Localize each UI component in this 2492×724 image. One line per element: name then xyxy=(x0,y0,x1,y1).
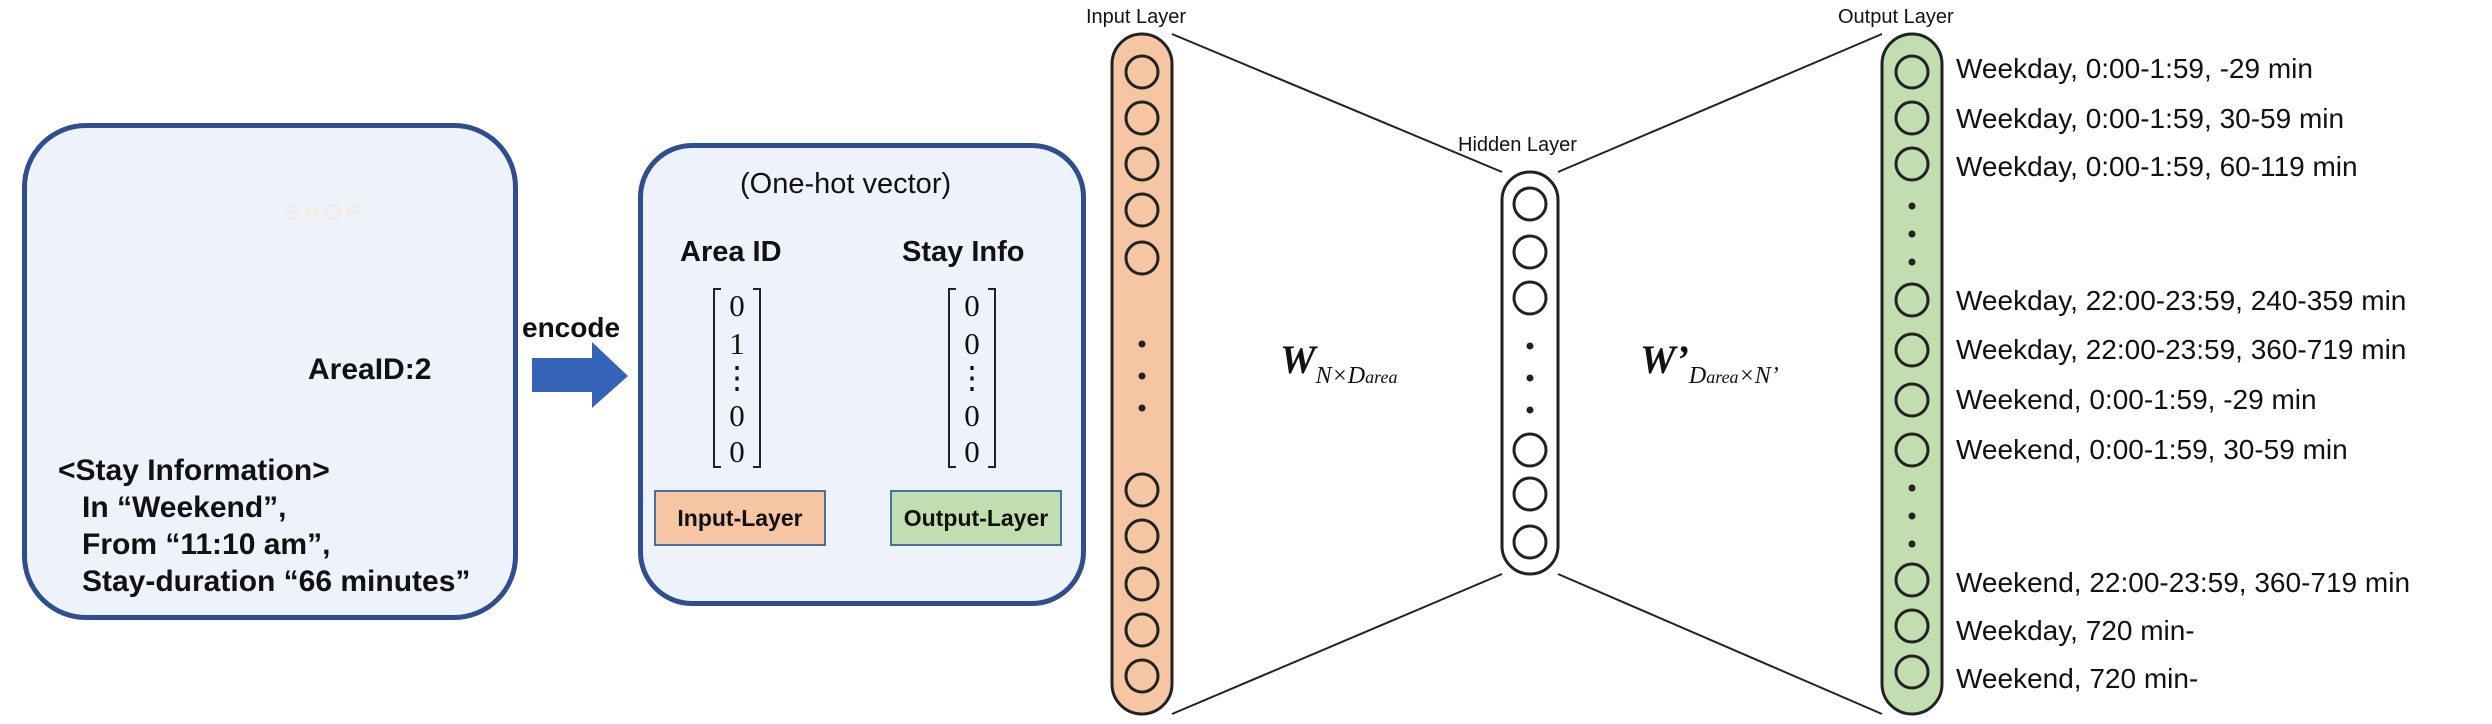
neuron-node xyxy=(1894,100,1930,136)
stay-info-day: In “Weekend”, xyxy=(82,491,287,524)
output-layer-label: Output Layer xyxy=(1838,6,1954,28)
vector-value: 0 xyxy=(729,398,745,433)
stay-info-duration: Stay-duration “66 minutes” xyxy=(82,565,471,598)
connection-lines xyxy=(1171,33,1883,715)
output-label: Weekday, 22:00-23:59, 360-719 min xyxy=(1956,334,2407,365)
input-nodes xyxy=(1124,54,1160,694)
area-id-vector: 0 1 ⋮ 0 0 xyxy=(713,288,761,468)
output-layer-tag: Output-Layer xyxy=(890,490,1062,546)
vector-value: 0 xyxy=(964,326,980,361)
ellipsis-dot xyxy=(1138,372,1146,380)
weight-out-subsub: area xyxy=(1706,367,1739,387)
output-label: Weekday, 0:00-1:59, 30-59 min xyxy=(1956,103,2345,134)
weight-in-subsub: area xyxy=(1365,367,1398,387)
area-id-tag: AreaID:2 xyxy=(308,353,432,386)
stay-info-overlay: AreaID:2 SHOP xyxy=(22,123,518,620)
input-layer-tag: Input-Layer xyxy=(654,490,826,546)
output-label: Weekend, 0:00-1:59, 30-59 min xyxy=(1956,434,2348,465)
weight-matrix-in: WN×Darea xyxy=(1280,336,1397,390)
vector-value: 0 xyxy=(964,288,980,323)
neuron-node xyxy=(1124,192,1160,228)
neuron-node xyxy=(1894,562,1930,598)
hidden-layer-label: Hidden Layer xyxy=(1458,134,1577,156)
neuron-node xyxy=(1512,186,1548,222)
encode-label: encode xyxy=(522,312,621,343)
neuron-node xyxy=(1124,658,1160,694)
ellipsis-dot xyxy=(1908,540,1916,548)
area-id-header: Area ID xyxy=(680,236,782,268)
input-layer-label: Input Layer xyxy=(1086,6,1187,28)
neuron-node xyxy=(1894,54,1930,90)
vector-value: 0 xyxy=(964,398,980,433)
neuron-node xyxy=(1512,524,1548,560)
stay-info-vector: 0 0 ⋮ 0 0 xyxy=(948,288,996,468)
vector-value: 0 xyxy=(729,288,745,323)
neuron-node xyxy=(1124,146,1160,182)
ellipsis-dot xyxy=(1138,404,1146,412)
stay-info-heading: <Stay Information> xyxy=(58,454,330,487)
hidden-layer-bar xyxy=(1500,170,1560,576)
neuron-node xyxy=(1512,234,1548,270)
hidden-nodes xyxy=(1512,186,1548,560)
neuron-node xyxy=(1124,612,1160,648)
shop-sign: SHOP xyxy=(284,199,366,225)
neuron-node xyxy=(1512,432,1548,468)
output-label: Weekday, 0:00-1:59, -29 min xyxy=(1956,53,2313,84)
ellipsis-dot xyxy=(1908,202,1916,210)
output-label: Weekend, 0:00-1:59, -29 min xyxy=(1956,384,2317,415)
neuron-node xyxy=(1894,146,1930,182)
ellipsis-dot xyxy=(1908,230,1916,238)
vector-value: 0 xyxy=(964,434,980,469)
output-label: Weekend, 720 min- xyxy=(1956,663,2199,694)
ellipsis-dot xyxy=(1138,340,1146,348)
stay-info-time: From “11:10 am”, xyxy=(82,528,331,561)
encode-arrow xyxy=(532,342,628,408)
output-label: Weekday, 0:00-1:59, 60-119 min xyxy=(1956,151,2358,182)
vector-value: 0 xyxy=(729,434,745,469)
neuron-node xyxy=(1894,608,1930,644)
neuron-node xyxy=(1894,432,1930,468)
neuron-node xyxy=(1894,654,1930,690)
neuron-node xyxy=(1894,382,1930,418)
neuron-node xyxy=(1894,332,1930,368)
vector-value: ⋮ xyxy=(956,360,988,395)
stay-info-header: Stay Info xyxy=(902,236,1025,268)
output-label: Weekday, 720 min- xyxy=(1956,615,2195,646)
neuron-node xyxy=(1124,518,1160,554)
weight-in-sub: N×D xyxy=(1315,363,1366,389)
neuron-node xyxy=(1124,240,1160,276)
neuron-node xyxy=(1124,100,1160,136)
neuron-node xyxy=(1512,280,1548,316)
neuron-node xyxy=(1124,472,1160,508)
ellipsis-dot xyxy=(1908,512,1916,520)
weight-out-sub: D xyxy=(1688,363,1707,389)
ellipsis-dots xyxy=(1138,202,1916,548)
weight-out-symbol: W’ xyxy=(1640,337,1689,382)
neuron-node xyxy=(1512,476,1548,512)
ellipsis-dot xyxy=(1526,374,1534,382)
neuron-node xyxy=(1124,54,1160,90)
vector-value: 1 xyxy=(729,326,745,361)
output-nodes xyxy=(1894,54,1930,690)
weight-in-symbol: W xyxy=(1280,337,1316,382)
neuron-node xyxy=(1124,566,1160,602)
one-hot-caption: (One-hot vector) xyxy=(740,168,952,200)
ellipsis-dot xyxy=(1526,342,1534,350)
output-layer-bar xyxy=(1880,32,1944,716)
vector-value: ⋮ xyxy=(721,360,753,395)
weight-matrix-out: W’Darea×N’ xyxy=(1640,336,1779,390)
output-label: Weekday, 22:00-23:59, 240-359 min xyxy=(1956,285,2407,316)
ellipsis-dot xyxy=(1908,258,1916,266)
stay-info-panel xyxy=(22,123,518,620)
ellipsis-dot xyxy=(1908,484,1916,492)
neuron-node xyxy=(1894,282,1930,318)
output-label: Weekend, 22:00-23:59, 360-719 min xyxy=(1956,567,2411,598)
weight-out-sub2: ×N’ xyxy=(1738,363,1779,389)
ellipsis-dot xyxy=(1526,406,1534,414)
